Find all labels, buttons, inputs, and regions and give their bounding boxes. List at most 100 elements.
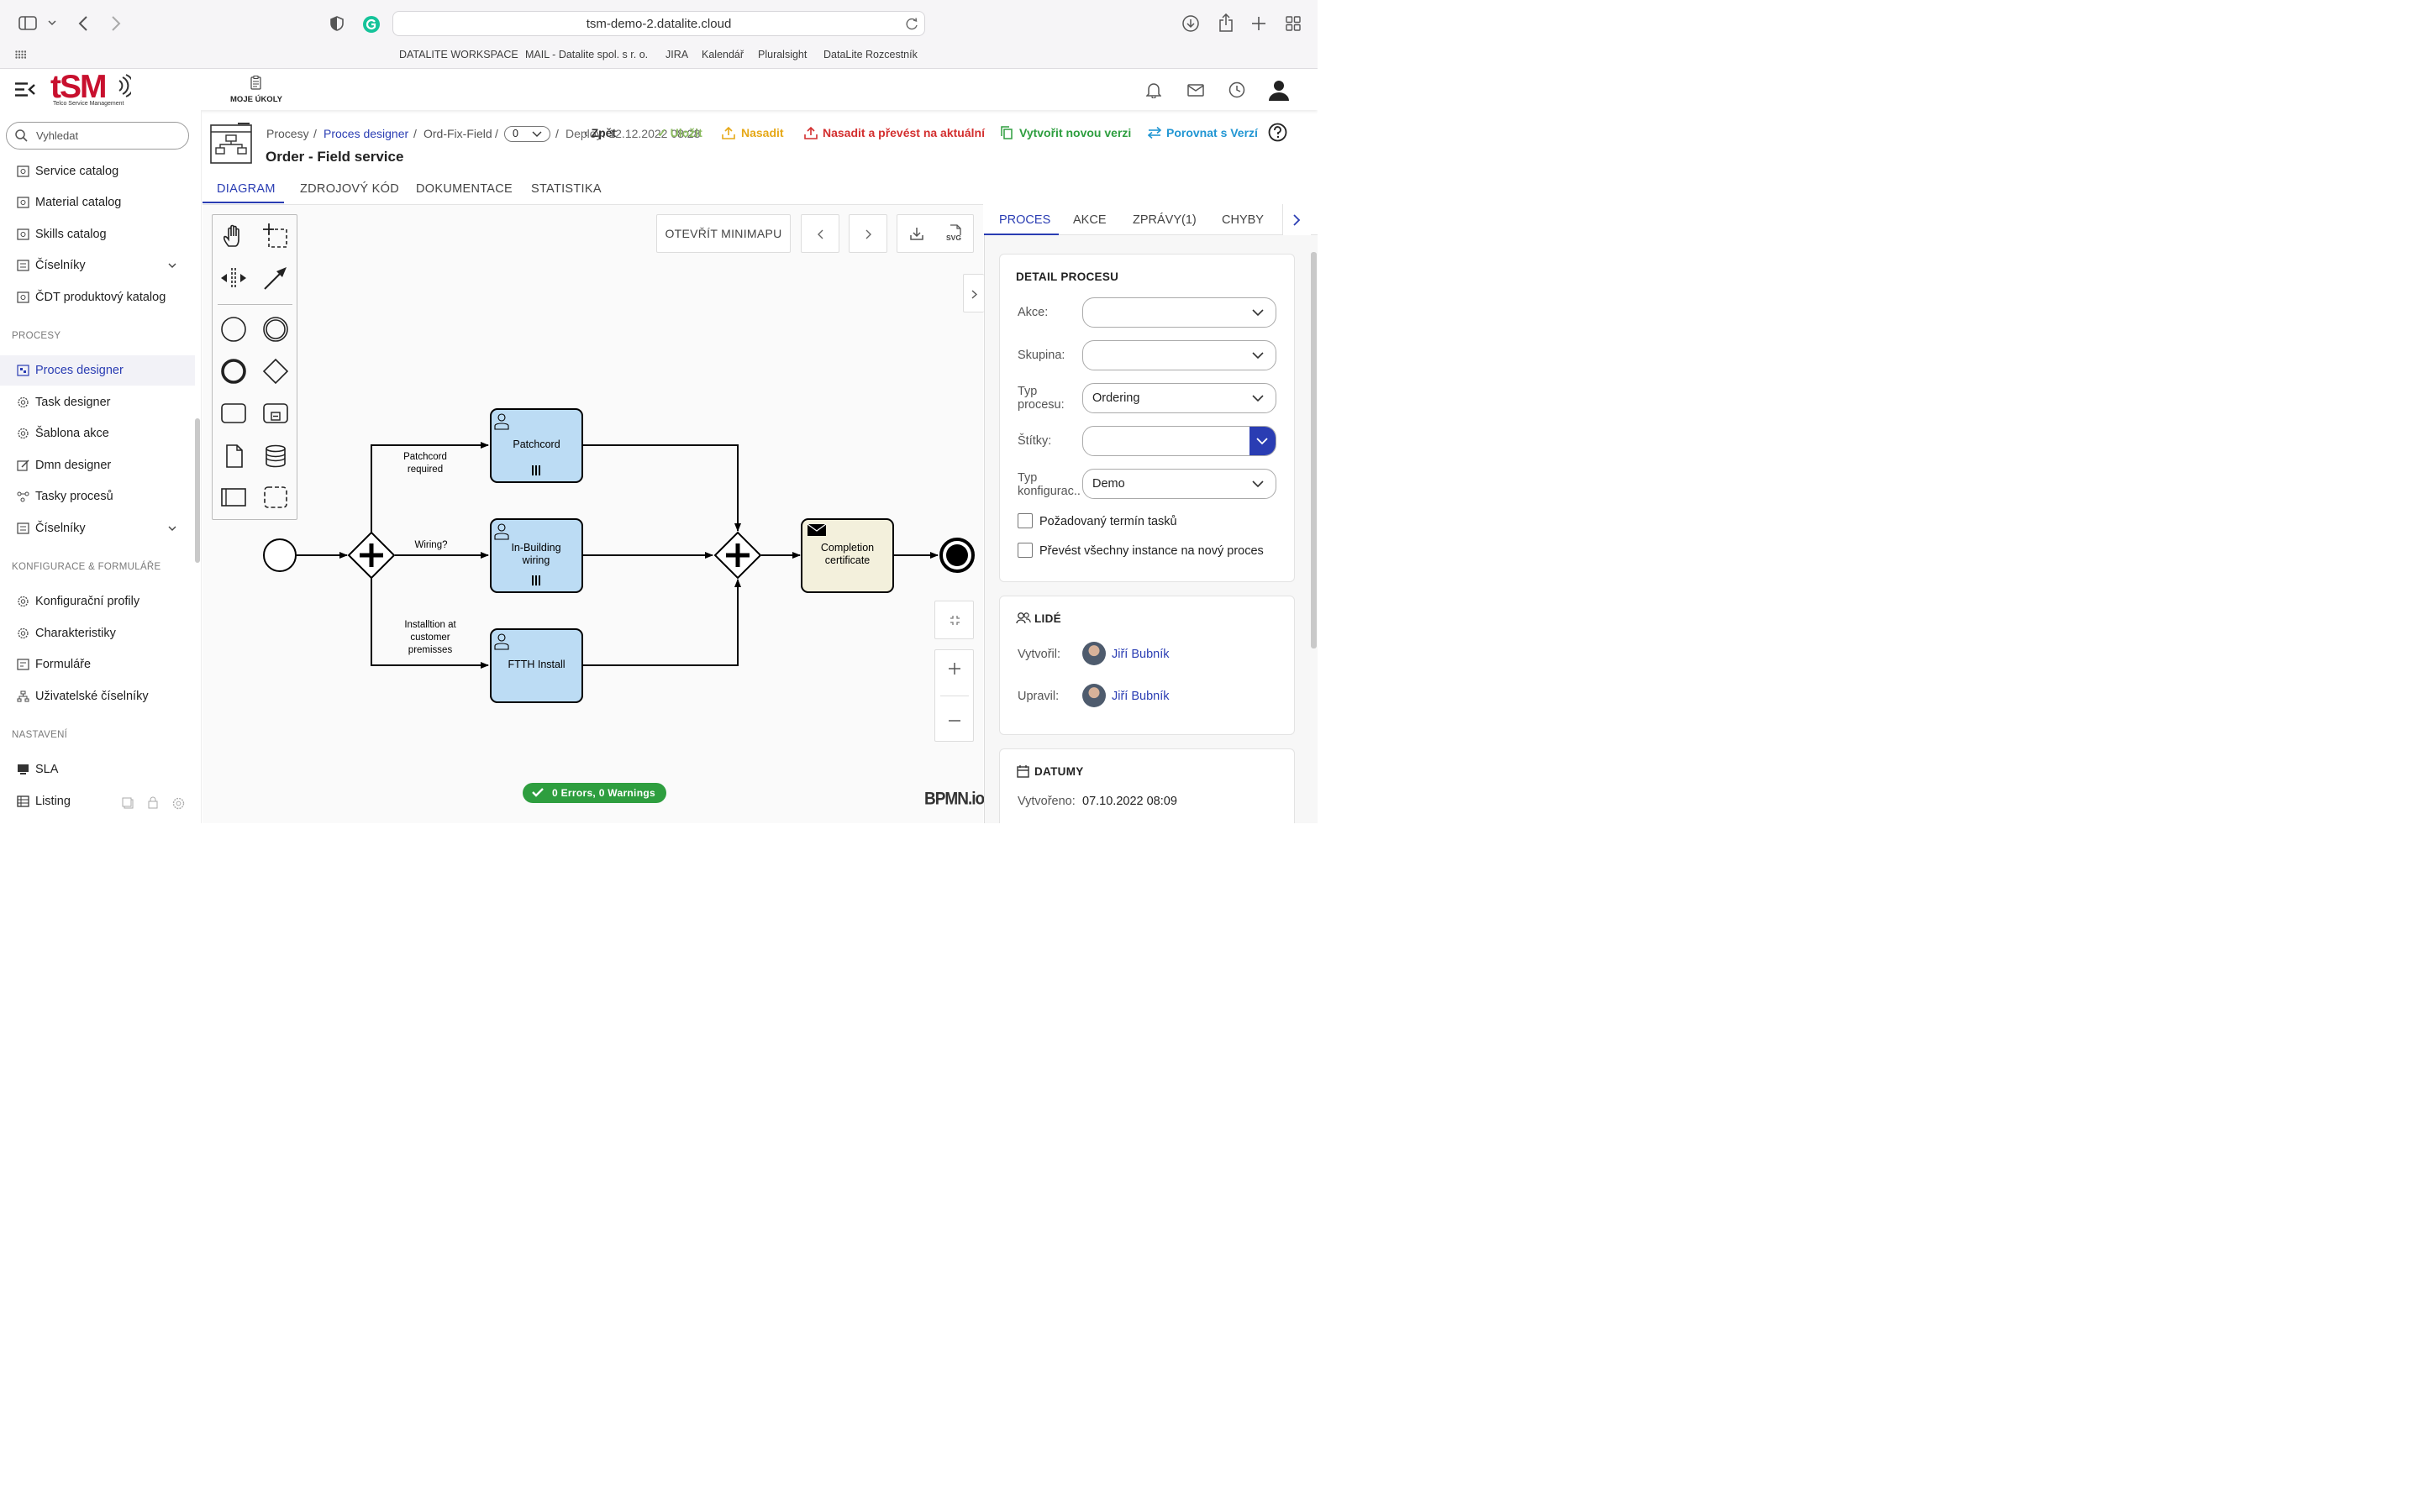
zoom-in-icon[interactable] <box>948 662 961 675</box>
deploy-convert-button[interactable]: Nasadit a převést na aktuální <box>804 126 985 139</box>
sidebar-item-ciselniky-procesy[interactable]: Číselníky <box>0 513 195 543</box>
pool-icon[interactable] <box>220 486 247 509</box>
bookmark-workspace[interactable]: DATALITE WORKSPACE <box>399 49 518 60</box>
zoom-out-icon[interactable] <box>948 714 961 727</box>
breadcrumb-procesy[interactable]: Procesy <box>266 127 309 140</box>
sidebar-toggle-icon[interactable] <box>18 16 37 30</box>
checkbox-required-term[interactable] <box>1018 513 1033 528</box>
typ-procesu-select[interactable]: Ordering <box>1082 383 1276 413</box>
panel-scrollbar[interactable] <box>1311 252 1317 648</box>
parallel-gateway-join[interactable] <box>713 531 762 580</box>
bookmark-jira[interactable]: JIRA <box>666 49 689 60</box>
breadcrumb-proces-designer[interactable]: Proces designer <box>324 127 409 140</box>
bpmn-io-watermark[interactable]: BPMN.io <box>924 789 985 809</box>
collapse-panel-button[interactable] <box>963 274 984 312</box>
new-tab-icon[interactable] <box>1251 16 1266 31</box>
hand-tool-icon[interactable] <box>221 223 246 249</box>
save-button[interactable]: ✓ Uložit <box>657 126 702 140</box>
tab-proces[interactable]: PROCES <box>999 213 1051 227</box>
stitky-input[interactable] <box>1082 426 1276 456</box>
task-in-building-wiring[interactable] <box>490 518 583 593</box>
bpmn-canvas[interactable] <box>203 204 983 823</box>
group-icon[interactable] <box>262 486 289 509</box>
lasso-tool-icon[interactable] <box>263 223 288 249</box>
tab-diagram[interactable]: DIAGRAM <box>217 182 276 196</box>
task-ftth-install[interactable] <box>490 628 583 703</box>
sidebar-item-listing[interactable]: Listing <box>0 786 195 816</box>
bookmark-calendar[interactable]: Kalendář <box>702 49 744 60</box>
bookmark-mail[interactable]: MAIL - Datalite spol. s r. o. <box>525 49 649 60</box>
tab-zdrojovy-kod[interactable]: ZDROJOVÝ KÓD <box>300 182 399 196</box>
open-minimap-button[interactable]: OTEVŘÍT MINIMAPU <box>656 214 791 253</box>
sidebar-item-formulare[interactable]: Formuláře <box>0 649 195 680</box>
flow-to-ftth[interactable] <box>371 578 489 669</box>
sidebar-item-proces-designer[interactable]: Proces designer <box>0 355 195 386</box>
skupina-select[interactable] <box>1082 340 1276 370</box>
end-event[interactable] <box>939 538 975 573</box>
space-tool-icon[interactable] <box>221 265 246 291</box>
sidebar-item-konfiguracni-profily[interactable]: Konfigurační profily <box>0 586 195 617</box>
sidebar-item-uzivatelske-ciselniky[interactable]: Uživatelské číselníky <box>0 681 195 711</box>
intermediate-event-icon[interactable] <box>262 316 289 343</box>
sidebar-item-task-designer[interactable]: Task designer <box>0 387 195 417</box>
download-icon[interactable] <box>1182 15 1199 32</box>
download-icon[interactable] <box>910 227 923 240</box>
grammarly-icon[interactable] <box>362 15 381 34</box>
fit-view-button[interactable] <box>934 601 974 639</box>
user-avatar-icon[interactable] <box>1268 79 1290 101</box>
bell-icon[interactable] <box>1146 81 1161 98</box>
shield-icon[interactable] <box>330 16 344 31</box>
svg-export-icon[interactable]: SVG <box>946 224 965 244</box>
data-store-icon[interactable] <box>262 444 289 469</box>
new-version-button[interactable]: Vytvořit novou verzi <box>1001 126 1131 139</box>
created-by-name[interactable]: Jiří Bubník <box>1112 648 1170 661</box>
sidebar-item-ciselniky[interactable]: Číselníky <box>0 250 195 281</box>
chevron-down-icon[interactable] <box>168 250 176 281</box>
undo-button[interactable] <box>801 214 839 253</box>
end-event-icon[interactable] <box>220 358 247 385</box>
sidebar-item-charakteristiky[interactable]: Charakteristiky <box>0 618 195 648</box>
flow-patchcord-join[interactable] <box>582 444 741 532</box>
copy-icon[interactable] <box>122 797 134 809</box>
flow-to-patchcord[interactable] <box>371 442 489 533</box>
stitky-dropdown-button[interactable] <box>1249 427 1276 455</box>
sidebar-item-dmn-designer[interactable]: Dmn designer <box>0 450 195 480</box>
akce-select[interactable] <box>1082 297 1276 328</box>
deploy-button[interactable]: Nasadit <box>722 126 784 139</box>
url-bar[interactable]: tsm-demo-2.datalite.cloud <box>392 11 925 36</box>
data-object-icon[interactable] <box>220 444 247 469</box>
tab-statistika[interactable]: STATISTIKA <box>531 182 602 196</box>
apps-grid-icon[interactable] <box>15 50 26 59</box>
my-tasks-button[interactable]: MOJE ÚKOLY <box>227 76 286 106</box>
tab-chyby[interactable]: CHYBY <box>1222 213 1264 227</box>
back-arrow-icon[interactable] <box>78 16 88 31</box>
sidebar-item-cdt-catalog[interactable]: ČDT produktový katalog <box>0 282 195 312</box>
task-patchcord[interactable] <box>490 408 583 483</box>
forward-arrow-icon[interactable] <box>111 16 121 31</box>
redo-button[interactable] <box>849 214 887 253</box>
tab-overview-icon[interactable] <box>1286 16 1301 31</box>
sidebar-scrollbar[interactable] <box>195 418 200 563</box>
version-select[interactable]: 0 <box>504 126 550 142</box>
start-event-icon[interactable] <box>220 316 247 343</box>
bookmark-pluralsight[interactable]: Pluralsight <box>758 49 808 60</box>
mail-icon[interactable] <box>1187 84 1204 97</box>
bookmark-rozcestnik[interactable]: DataLite Rozcestník <box>823 49 918 60</box>
start-event[interactable] <box>263 538 297 572</box>
share-icon[interactable] <box>1218 13 1234 32</box>
typ-konfigurace-select[interactable]: Demo <box>1082 469 1276 499</box>
sidebar-item-material-catalog[interactable]: Material catalog <box>0 187 195 218</box>
chevron-down-icon[interactable] <box>48 20 56 26</box>
lock-icon[interactable] <box>148 796 158 809</box>
sidebar-item-skills-catalog[interactable]: Skills catalog <box>0 219 195 249</box>
chevron-down-icon[interactable] <box>168 513 176 543</box>
menu-collapse-icon[interactable] <box>15 82 35 97</box>
sidebar-item-sla[interactable]: SLA <box>0 754 195 785</box>
history-icon[interactable] <box>1228 81 1245 98</box>
flow-ftth-join[interactable] <box>582 579 741 666</box>
parallel-gateway-split[interactable] <box>347 531 396 580</box>
compare-button[interactable]: Porovnat s Verzí <box>1148 126 1258 139</box>
reload-icon[interactable] <box>906 18 918 30</box>
tab-zpravy[interactable]: ZPRÁVY(1) <box>1133 213 1197 227</box>
subprocess-icon[interactable] <box>262 402 289 425</box>
